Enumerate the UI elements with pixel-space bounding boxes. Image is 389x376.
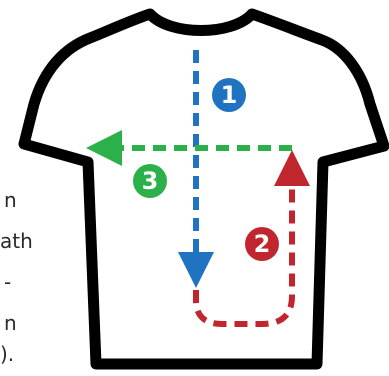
side-text-fragment-4: n	[4, 311, 17, 335]
tshirt-outline	[18, 8, 389, 370]
side-text-fragment-1: n	[4, 188, 17, 212]
side-text-fragment-5: ).	[0, 342, 15, 366]
side-text-fragment-3: -	[4, 270, 12, 294]
step-number-1: 1	[221, 81, 238, 109]
step-badge-3: 3	[133, 164, 167, 198]
step-number-2: 2	[254, 230, 271, 258]
arrow-step-2	[193, 150, 310, 327]
step-badge-2: 2	[245, 227, 279, 261]
step-number-3: 3	[142, 167, 159, 195]
side-text-fragment-2: ath	[0, 229, 33, 253]
step-badge-1: 1	[212, 78, 246, 112]
